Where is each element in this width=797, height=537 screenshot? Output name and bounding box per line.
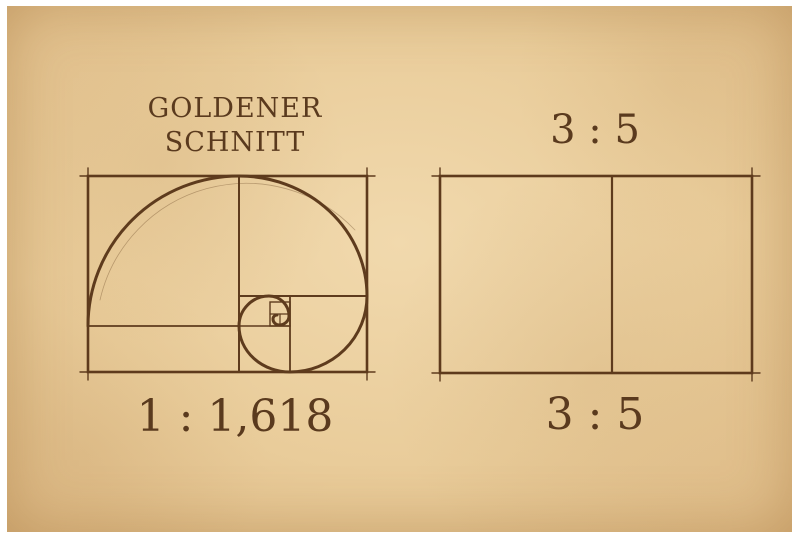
- title-line-2: SCHNITT: [164, 127, 306, 158]
- proportion-title: 3 : 5: [550, 107, 640, 153]
- three-five-rectangle-figure: [431, 167, 761, 382]
- golden-section-title: GOLDENER SCHNITT: [95, 92, 375, 160]
- golden-rectangle-figure: [79, 167, 376, 381]
- three-five-outer-rect: [438, 174, 754, 375]
- golden-ratio-label: 1 : 1,618: [136, 391, 334, 442]
- proportion-ratio-label: 3 : 5: [545, 389, 645, 440]
- title-line-1: GOLDENER: [147, 93, 323, 124]
- parchment-background: [7, 6, 792, 532]
- golden-spiral: [86, 174, 369, 374]
